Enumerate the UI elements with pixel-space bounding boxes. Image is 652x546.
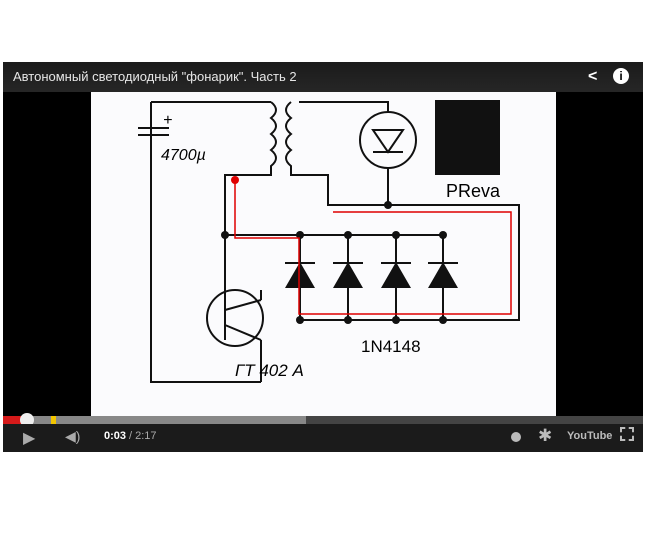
ad-marker [51,416,56,424]
play-icon[interactable]: ▶ [23,430,36,447]
volume-icon[interactable]: ◀) [65,428,81,444]
circuit-diagram: + 4700µ PReva 1N4148 ГТ 402 А [138,100,520,383]
video-player[interactable]: + 4700µ PReva 1N4148 ГТ 402 А Автономный… [3,62,643,452]
author-photo [435,100,500,175]
watch-later-icon[interactable] [511,432,521,442]
capacitor-polarity: + [163,112,172,129]
played-bar [3,416,27,424]
info-icon[interactable]: i [613,68,629,84]
author-label: PReva [446,181,501,201]
fullscreen-icon[interactable] [620,427,634,441]
share-icon[interactable]: < [588,68,598,85]
youtube-logo[interactable]: YouTube [567,430,613,442]
capacitor-label: 4700µ [161,147,206,164]
current-time: 0:03 [104,430,127,442]
settings-icon[interactable]: ✱ [538,426,553,445]
loaded-bar [3,416,306,424]
scrubber-handle[interactable] [20,413,34,427]
video-frame[interactable]: + 4700µ PReva 1N4148 ГТ 402 А [91,92,556,417]
duration: / 2:17 [129,430,157,442]
video-title[interactable]: Автономный светодиодный "фонарик". Часть… [13,69,297,84]
transistor-label: ГТ 402 А [235,361,304,380]
title-bar: Автономный светодиодный "фонарик". Часть… [3,62,643,92]
control-bar: ▶ ◀) 0:03 / 2:17 ✱ YouTube [3,424,643,452]
progress-bar[interactable] [3,413,643,427]
diode-label: 1N4148 [361,337,421,356]
